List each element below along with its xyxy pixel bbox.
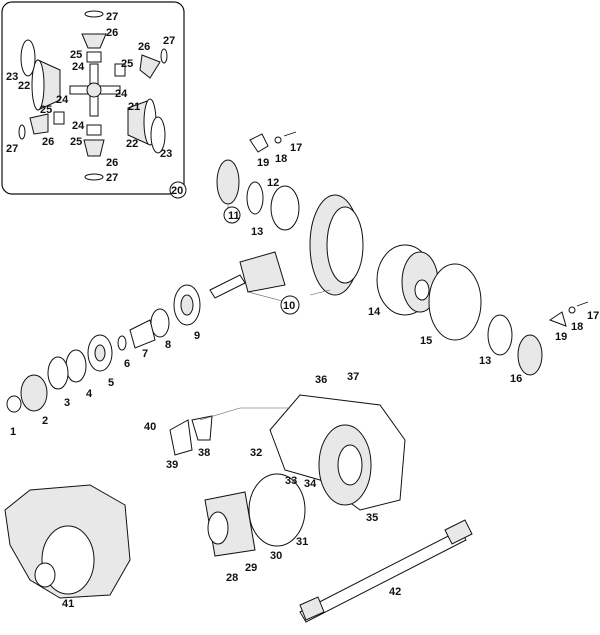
label-36: 36 <box>315 374 327 386</box>
label-40: 40 <box>144 421 156 433</box>
label-32: 32 <box>250 447 262 459</box>
inset-washers <box>18 10 168 181</box>
ring-12 <box>246 181 264 215</box>
label-4: 4 <box>86 388 93 400</box>
label-25-a: 25 <box>70 49 82 61</box>
inset-frame <box>1 1 185 195</box>
label-24-b: 24 <box>56 94 69 106</box>
label-18-right: 18 <box>571 321 583 333</box>
label-28: 28 <box>226 572 238 584</box>
label-6: 6 <box>124 358 130 370</box>
pinion-shaft <box>209 251 286 299</box>
axle-assembly <box>4 484 131 599</box>
crown-wheel <box>309 194 364 296</box>
label-22-right: 22 <box>126 138 138 150</box>
label-1: 1 <box>10 426 16 438</box>
label-39: 39 <box>166 459 178 471</box>
label-24-a: 24 <box>72 61 85 73</box>
inset-thrust-washer-left <box>20 39 36 77</box>
label-25-b: 25 <box>121 58 133 70</box>
fasteners-upper-right <box>249 131 589 327</box>
label-42: 42 <box>389 586 401 598</box>
shim-ring-15 <box>428 263 482 341</box>
label-25-d: 25 <box>70 136 82 148</box>
label-29: 29 <box>245 562 257 574</box>
pinion-components <box>6 284 201 413</box>
callout-circle-11 <box>223 206 241 224</box>
label-31: 31 <box>296 536 308 548</box>
label-24-d: 24 <box>72 120 85 132</box>
label-9: 9 <box>194 330 200 342</box>
inset-side-gear-left <box>31 59 61 111</box>
adjuster-ring-16 <box>517 334 543 376</box>
label-19-top: 19 <box>257 157 269 169</box>
callout-circle-10 <box>280 295 300 315</box>
label-26-b: 26 <box>138 41 150 53</box>
label-34: 34 <box>304 478 317 490</box>
label-33: 33 <box>285 475 297 487</box>
label-25-c: 25 <box>40 104 52 116</box>
label-20: 20 <box>171 185 183 197</box>
bracket-38 <box>191 415 213 441</box>
label-27-a: 27 <box>106 11 118 23</box>
label-21: 21 <box>128 101 140 113</box>
label-30: 30 <box>270 550 282 562</box>
bearing-13-left <box>270 185 300 231</box>
label-10: 10 <box>283 300 295 312</box>
label-5: 5 <box>108 377 114 389</box>
inset-thrust-washer-right <box>150 116 166 154</box>
label-18-top: 18 <box>275 153 287 165</box>
label-23-right: 23 <box>160 148 172 160</box>
label-2: 2 <box>42 415 48 427</box>
label-22-left: 22 <box>18 80 30 92</box>
label-17-top: 17 <box>290 142 302 154</box>
label-13-right: 13 <box>479 355 491 367</box>
label-27-d: 27 <box>106 172 118 184</box>
bracket-39 <box>169 419 193 456</box>
bearing-13-right <box>487 314 513 356</box>
carrier-housing <box>269 394 406 511</box>
label-26-a: 26 <box>106 27 118 39</box>
inset-pinion-gears <box>29 33 161 157</box>
label-7: 7 <box>142 348 148 360</box>
label-11: 11 <box>228 210 240 222</box>
label-38: 38 <box>198 447 210 459</box>
label-35: 35 <box>366 512 378 524</box>
adjuster-ring-left <box>216 159 240 205</box>
cover-flange <box>204 473 306 557</box>
label-13-left: 13 <box>251 226 263 238</box>
label-27-b: 27 <box>163 35 175 47</box>
label-16: 16 <box>510 373 522 385</box>
label-14: 14 <box>368 306 381 318</box>
label-3: 3 <box>64 397 70 409</box>
label-8: 8 <box>165 339 171 351</box>
drive-shaft <box>299 519 473 623</box>
label-19-right: 19 <box>555 331 567 343</box>
label-23-left: 23 <box>6 71 18 83</box>
label-41: 41 <box>62 598 74 610</box>
label-27-c: 27 <box>6 143 18 155</box>
label-15: 15 <box>420 335 432 347</box>
label-17-right: 17 <box>587 310 599 322</box>
label-26-c: 26 <box>42 136 54 148</box>
callout-circle-20 <box>169 181 187 199</box>
label-24-c: 24 <box>115 88 128 100</box>
label-26-d: 26 <box>106 157 118 169</box>
label-12: 12 <box>267 177 279 189</box>
inset-spider <box>69 63 121 117</box>
label-37: 37 <box>347 371 359 383</box>
